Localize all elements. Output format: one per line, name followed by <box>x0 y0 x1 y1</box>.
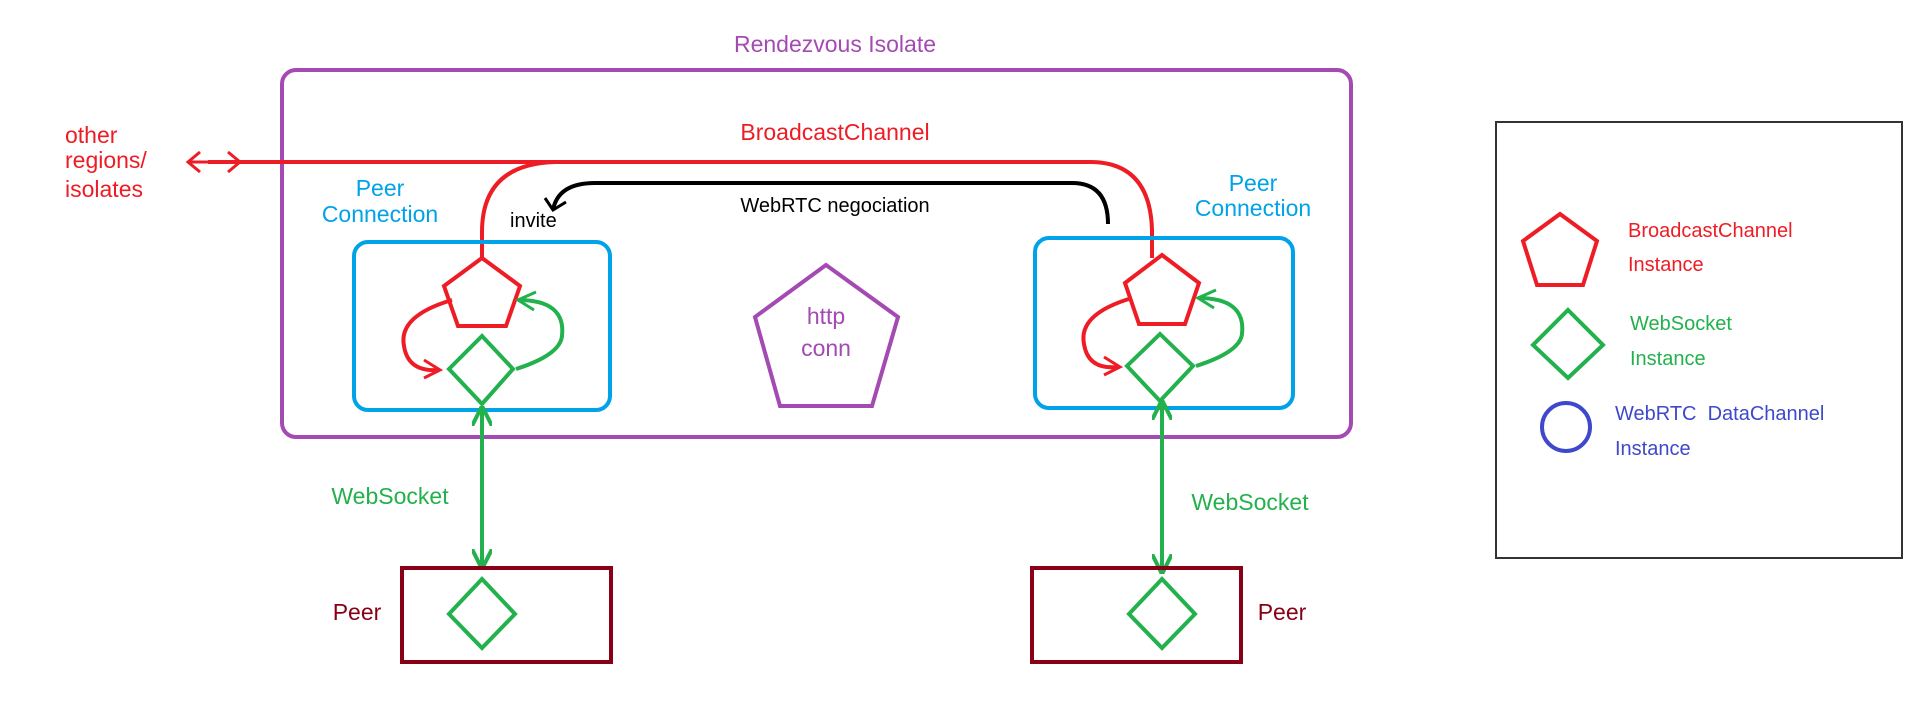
legend-circle-icon <box>1540 401 1592 453</box>
http-conn-pentagon <box>752 262 901 408</box>
svg-text:WebSocket: WebSocket <box>1630 313 1732 335</box>
peer-box-right <box>1030 566 1243 664</box>
svg-text:Peer: Peer <box>1229 170 1278 196</box>
http-conn-label: http conn <box>801 303 851 361</box>
broadcastchannel-pentagon-icon-right <box>1122 252 1202 326</box>
isolate-title: Rendezvous Isolate <box>734 31 936 57</box>
svg-text:http: http <box>807 303 845 329</box>
websocket-diamond-icon-left <box>446 333 516 407</box>
loop-red-arrowhead-right <box>1103 355 1124 377</box>
svg-text:WebRTC DataChannel: WebRTC DataChannel <box>1615 403 1824 425</box>
loop-red-left <box>401 298 453 373</box>
svg-text:BroadcastChannel: BroadcastChannel <box>1628 220 1793 242</box>
loop-green-right <box>1195 296 1245 368</box>
legend-item-broadcastchannel: BroadcastChannel Instance <box>1628 220 1793 276</box>
legend-item-webrtc-datachannel: WebRTC DataChannel Instance <box>1615 403 1824 460</box>
broadcast-channel-line <box>208 160 1154 258</box>
broadcast-channel-branch-left <box>480 160 556 258</box>
svg-text:Instance: Instance <box>1615 438 1691 460</box>
peer-label-right: Peer <box>1258 599 1307 625</box>
legend-box <box>1495 121 1903 559</box>
negotiation-arrowhead <box>543 197 567 213</box>
svg-text:Instance: Instance <box>1628 254 1704 276</box>
loop-green-arrowhead-right <box>1194 288 1217 310</box>
isolate-box <box>280 68 1353 439</box>
websocket-label-left: WebSocket <box>331 483 449 509</box>
legend-pentagon-icon <box>1520 211 1600 287</box>
invite-label: invite <box>510 210 557 232</box>
websocket-diamond-icon-peer-right <box>1126 576 1198 651</box>
peer-label-left: Peer <box>333 599 382 625</box>
svg-text:regions/: regions/ <box>65 147 147 173</box>
loop-red-right <box>1081 296 1133 370</box>
other-regions-label: other regions/ isolates <box>65 122 147 202</box>
svg-text:conn: conn <box>801 335 851 361</box>
loop-green-arrowhead-left <box>514 290 537 312</box>
webrtc-negotiation-arrow <box>551 181 1110 225</box>
svg-text:other: other <box>65 122 118 148</box>
loop-red-arrowhead-left <box>423 358 444 380</box>
loop-green-left <box>515 298 565 371</box>
other-regions-arrow <box>185 150 243 174</box>
svg-text:Peer: Peer <box>356 175 405 201</box>
legend-diamond-icon <box>1530 307 1606 381</box>
svg-text:Connection: Connection <box>1195 195 1311 221</box>
websocket-diamond-icon-right <box>1124 331 1196 404</box>
broadcast-channel-label: BroadcastChannel <box>740 119 929 145</box>
svg-text:Connection: Connection <box>322 201 438 227</box>
legend-item-websocket: WebSocket Instance <box>1630 313 1732 370</box>
peer-connection-label-right: Peer Connection <box>1195 170 1311 221</box>
negotiation-label: WebRTC negociation <box>740 195 929 217</box>
broadcastchannel-pentagon-icon-left <box>441 255 523 328</box>
websocket-diamond-icon-peer-left <box>446 576 518 651</box>
peer-connection-label-left: Peer Connection <box>322 175 438 227</box>
peer-box-left <box>400 566 613 664</box>
websocket-label-right: WebSocket <box>1191 489 1309 515</box>
svg-text:isolates: isolates <box>65 176 143 202</box>
svg-text:Instance: Instance <box>1630 348 1706 370</box>
